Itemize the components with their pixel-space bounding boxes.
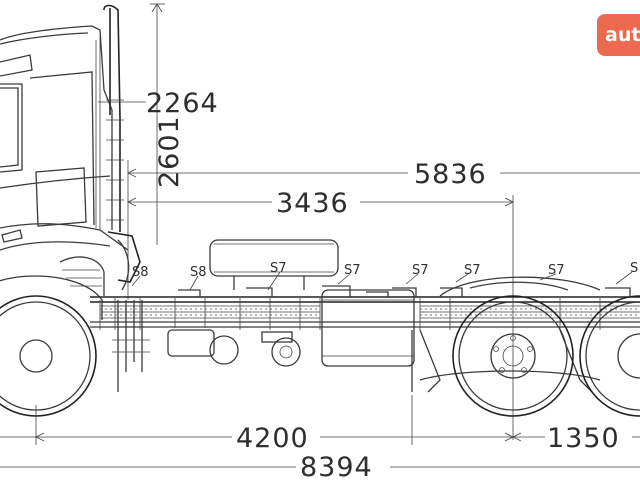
- label-s8-cab: S8: [132, 265, 149, 280]
- label-s7-3: S7: [412, 263, 429, 278]
- front-wheel: [0, 275, 103, 417]
- dim-fifth-wheel: 3436: [276, 188, 349, 219]
- components: [59, 231, 601, 393]
- dim-overall-length: 8394: [300, 452, 373, 480]
- label-s7-4: S7: [464, 263, 481, 278]
- label-s7-1: S7: [270, 261, 287, 276]
- label-s7-6: S: [630, 261, 638, 276]
- dim-side-height: 2601: [154, 115, 185, 188]
- chassis-frame: [90, 276, 640, 330]
- dimension-lines: [0, 3, 640, 468]
- label-s7-2: S7: [344, 263, 361, 278]
- label-s7-5: S7: [548, 263, 565, 278]
- dim-cab-height: 2264: [146, 88, 219, 119]
- label-s8-frame: S8: [190, 265, 207, 280]
- dim-overall-axle-span: 5836: [414, 159, 487, 190]
- label-leaders: [131, 271, 633, 291]
- dim-wheelbase: 4200: [236, 423, 309, 454]
- cab-outline: [0, 4, 129, 251]
- dim-rear-axle-spacing: 1350: [547, 423, 620, 454]
- rear-wheel-2: [579, 295, 640, 417]
- rear-wheel-1: [452, 295, 574, 417]
- watermark-logo: auto: [597, 14, 640, 56]
